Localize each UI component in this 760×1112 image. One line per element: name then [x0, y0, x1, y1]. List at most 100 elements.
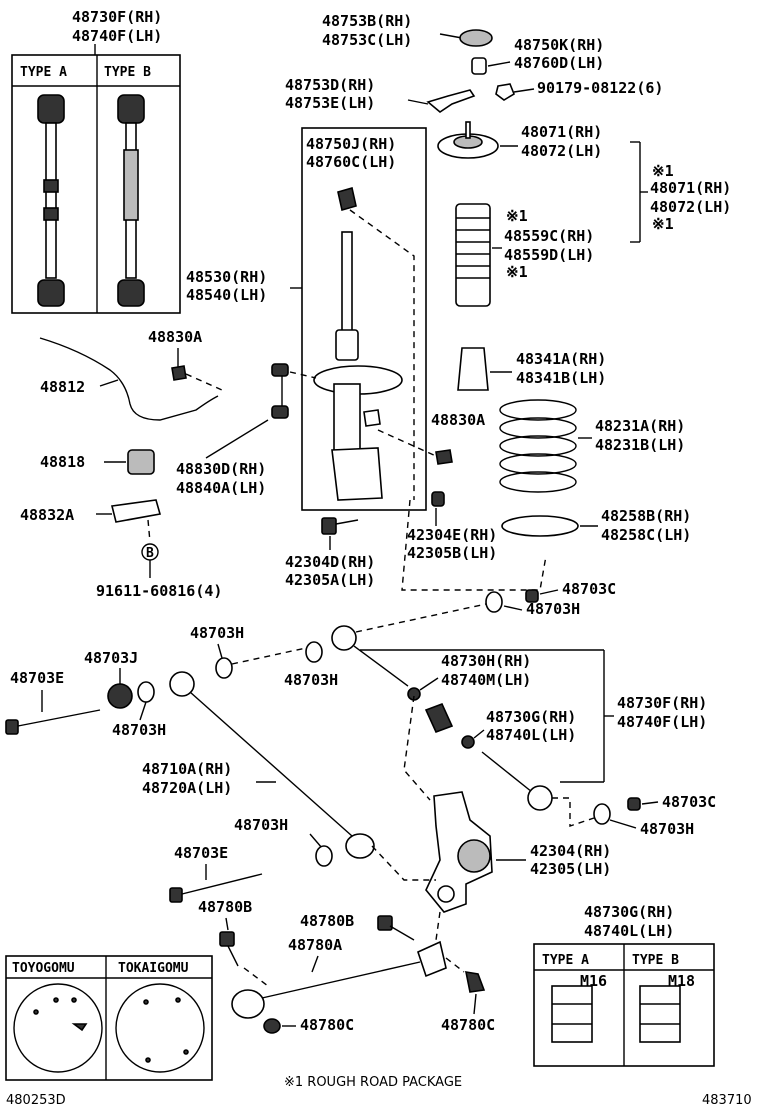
bracket-48753D	[426, 89, 476, 113]
label-48703C-a: 48703C	[562, 580, 616, 598]
label-48258C: 48258C(LH)	[601, 526, 691, 544]
lateral-rod-48780A	[231, 940, 447, 1019]
washer-48703H-f	[315, 845, 333, 867]
spring-seat-48258	[501, 515, 579, 537]
label-48753D: 48753D(RH)	[285, 76, 375, 94]
bracket-48832A	[111, 499, 162, 523]
label-48072: 48072(LH)	[521, 142, 602, 160]
nut-48703C-a	[525, 589, 539, 603]
footnote: ※1 ROUGH ROAD PACKAGE	[284, 1075, 462, 1090]
label-48760C: 48760C(LH)	[306, 153, 396, 171]
label-48740L-mid: 48740L(LH)	[486, 726, 576, 744]
tokaigomu-header: TOKAIGOMU	[118, 961, 189, 976]
type-b-header: TYPE B	[104, 65, 151, 80]
label-42305: 42305(LH)	[530, 860, 611, 878]
nut-48750K	[471, 57, 487, 75]
label-48740F: 48740F(LH)	[72, 27, 162, 45]
type-ab-inset: 48730F(RH) 48740F(LH) TYPE A TYPE B	[11, 8, 181, 314]
nut-48780C-b	[464, 971, 486, 993]
type-b-nut-header: TYPE B	[632, 953, 679, 968]
bolt-48780B-b	[377, 915, 415, 941]
label-48780A: 48780A	[288, 936, 342, 954]
washer-48703H-e	[593, 803, 611, 825]
figure-code-right: 483710	[702, 1093, 752, 1108]
bolt-42304D	[321, 517, 359, 535]
manufacturer-inset: TOYOGOMU TOKAIGOMU	[5, 955, 213, 1081]
label-48730G-mid: 48730G(RH)	[486, 708, 576, 726]
label-48703E-b: 48703E	[174, 844, 228, 862]
washer-48703H-d	[305, 641, 323, 663]
label-48703E-a: 48703E	[10, 669, 64, 687]
label-48760D: 48760D(LH)	[514, 54, 604, 72]
label-48740M: 48740M(LH)	[441, 671, 531, 689]
label-48703H-b: 48703H	[190, 624, 244, 642]
label-42305A: 42305A(LH)	[285, 571, 375, 589]
label-48730H: 48730H(RH)	[441, 652, 531, 670]
rod-type-b	[117, 94, 145, 307]
label-48750K: 48750K(RH)	[514, 36, 604, 54]
nut-42304E	[431, 491, 445, 507]
bushing-48818	[127, 449, 155, 475]
label-48530: 48530(RH)	[186, 268, 267, 286]
coil-spring-48231	[499, 399, 577, 493]
label-48703C-b: 48703C	[662, 793, 716, 811]
label-48720A: 48720A(LH)	[142, 779, 232, 797]
label-48703H-f: 48703H	[234, 816, 288, 834]
bump-stop-48341	[457, 347, 489, 391]
note-mark-2: ※1	[652, 215, 674, 233]
label-42304D: 42304D(RH)	[285, 553, 375, 571]
label-48540: 48540(LH)	[186, 286, 267, 304]
label-48780B-a: 48780B	[198, 898, 252, 916]
nut-48780C-a	[263, 1018, 281, 1034]
label-42304E: 42304E(RH)	[407, 526, 497, 544]
label-90179: 90179-08122(6)	[537, 79, 663, 97]
label-48780C-a: 48780C	[300, 1016, 354, 1034]
label-48341B: 48341B(LH)	[516, 369, 606, 387]
label-48780C-b: 48780C	[441, 1016, 495, 1034]
label-48703H-e: 48703H	[640, 820, 694, 838]
m16-label: M16	[580, 972, 607, 990]
label-48753E: 48753E(LH)	[285, 94, 375, 112]
knuckle-42304	[425, 791, 493, 913]
bellows-48559	[455, 203, 491, 307]
label-48559C: 48559C(RH)	[504, 227, 594, 245]
nut-48830A-a	[171, 365, 187, 381]
nut-90179	[495, 83, 515, 101]
label-48730F-mid: 48730F(RH)	[617, 694, 707, 712]
label-48710A: 48710A(RH)	[142, 760, 232, 778]
label-91611: 91611-60816(4)	[96, 582, 222, 600]
label-48780B-b: 48780B	[300, 912, 354, 930]
type-a-nut-header: TYPE A	[542, 953, 589, 968]
label-48830D: 48830D(RH)	[176, 460, 266, 478]
label-48703H-d: 48703H	[284, 671, 338, 689]
label-48341A: 48341A(RH)	[516, 350, 606, 368]
label-48753B: 48753B(RH)	[322, 12, 412, 30]
label-48258B: 48258B(RH)	[601, 507, 691, 525]
label-48818: 48818	[40, 453, 85, 471]
note-mark-3: ※1	[506, 207, 528, 225]
label-48231A: 48231A(RH)	[595, 417, 685, 435]
washer-48703H-c	[137, 681, 155, 703]
washer-48703H-b	[215, 657, 233, 679]
label-48703H-a: 48703H	[526, 600, 580, 618]
figure-code-left: 480253D	[6, 1093, 66, 1108]
label-48072-b: 48072(LH)	[650, 198, 731, 216]
label-48730G-bot: 48730G(RH)	[584, 903, 674, 921]
label-48703H-c: 48703H	[112, 721, 166, 739]
cap-48753B	[459, 29, 493, 47]
note-mark-4: ※1	[506, 263, 528, 281]
nut-type-inset: TYPE A TYPE B M16 M18	[533, 943, 715, 1067]
m18-label: M18	[668, 972, 695, 990]
label-42305B: 42305B(LH)	[407, 544, 497, 562]
nut-48750J	[337, 186, 357, 212]
label-48812: 48812	[40, 378, 85, 396]
label-48559D: 48559D(LH)	[504, 246, 594, 264]
rod-type-a	[37, 94, 65, 307]
stabilizer-link-48830D	[271, 363, 289, 419]
lower-arm-48710A	[169, 671, 375, 859]
strut-assembly-box	[301, 127, 427, 511]
label-48750J: 48750J(RH)	[306, 135, 396, 153]
adjuster-48730G	[424, 702, 475, 749]
shock-absorber-48530	[313, 231, 403, 501]
